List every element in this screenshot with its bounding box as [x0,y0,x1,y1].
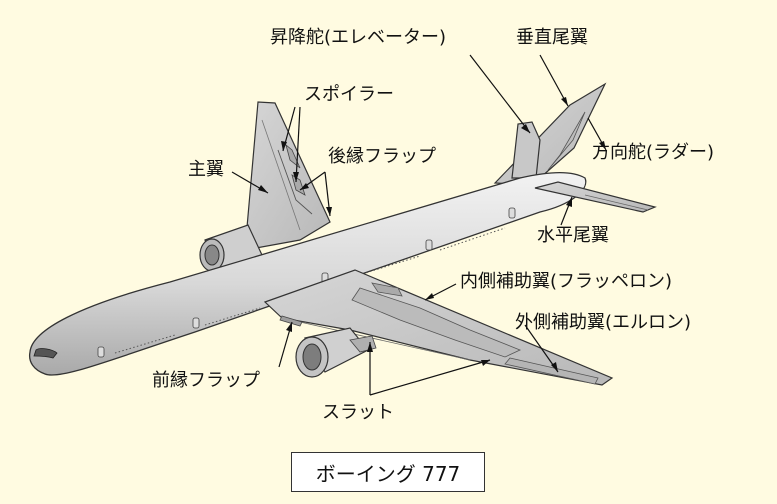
label-elevator: 昇降舵(エレベーター) [270,27,447,48]
near-wing [263,269,614,386]
cockpit-window [33,348,58,359]
far-wing [244,101,331,251]
label-main-wing: 主翼 [188,159,224,180]
label-leading-flap: 前縁フラップ [152,370,260,391]
leader-lines [231,54,607,396]
label-horizontal-stabilizer: 水平尾翼 [537,225,609,246]
near-engine [295,327,377,378]
label-inboard-aileron: 内側補助翼(フラッペロン) [460,271,673,292]
near-horizontal-stabilizer [534,181,657,213]
label-trailing-flap: 後縁フラップ [328,146,436,167]
arrowheads [258,97,606,372]
label-outboard-aileron: 外側補助翼(エルロン) [515,312,692,333]
label-rudder: 方向舵(ラダー) [592,142,715,163]
caption: ボーイング 777 [291,452,485,492]
rudder-surface [547,111,586,171]
vertical-stabilizer [493,82,607,186]
label-spoiler: スポイラー [304,84,394,105]
label-vertical-stabilizer: 垂直尾翼 [516,27,588,48]
label-slat: スラット [322,402,394,423]
